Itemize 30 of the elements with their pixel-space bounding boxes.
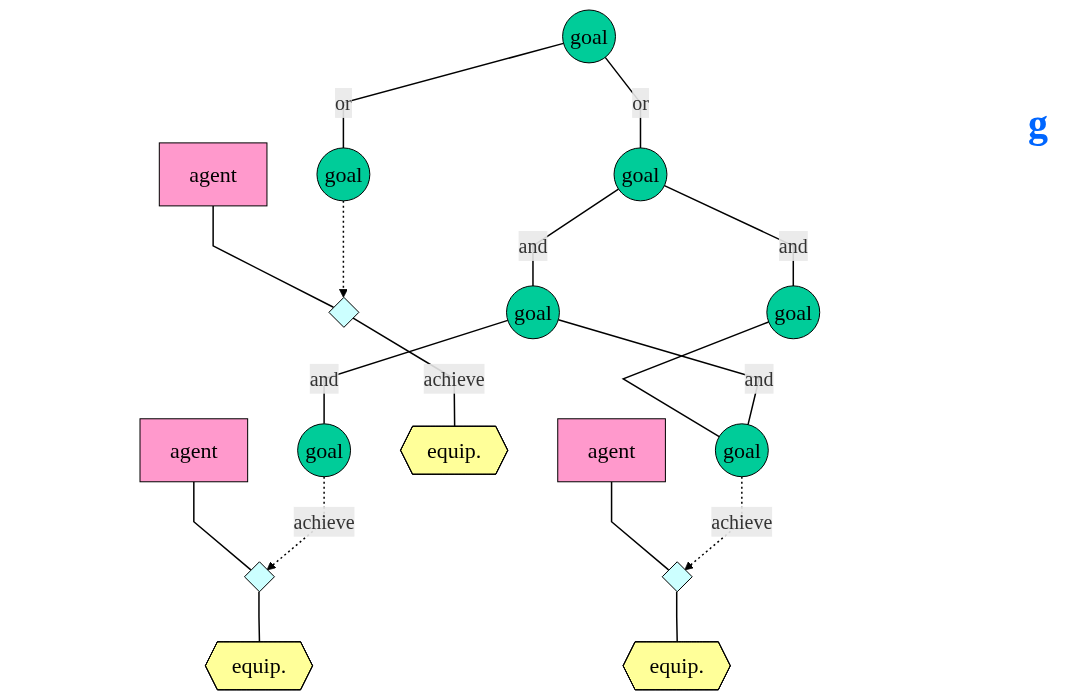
connector (621, 321, 770, 438)
edge-label: or (632, 92, 649, 114)
edge-label: or (335, 92, 352, 114)
edge-label: and (778, 234, 808, 257)
node-box: agent (557, 418, 666, 483)
node-circle: goal (715, 423, 769, 478)
node-diamond (328, 296, 360, 328)
heading-text: g (1028, 100, 1048, 147)
node-box: agent (139, 418, 249, 483)
node-circle: goal (562, 9, 617, 64)
connector (323, 319, 509, 425)
edge-label: and (518, 234, 548, 257)
edge-label: achieve (293, 510, 355, 533)
node-box: agent (158, 142, 268, 207)
node-circle: goal (297, 423, 352, 478)
edge-label: and (309, 367, 339, 390)
edge-label: and (744, 367, 774, 390)
node-circle: goal (506, 285, 561, 340)
connector (342, 42, 565, 149)
edge-label: achieve (711, 510, 773, 533)
node-diamond (244, 561, 276, 593)
arrow (339, 200, 348, 298)
connector (610, 481, 670, 571)
node-circle: goal (766, 285, 821, 340)
node-circle: goal (613, 147, 668, 202)
edge-label: achieve (423, 367, 485, 390)
connector (193, 481, 252, 571)
node-circle: goal (316, 147, 371, 202)
connector (212, 205, 335, 309)
node-diamond (661, 561, 693, 593)
